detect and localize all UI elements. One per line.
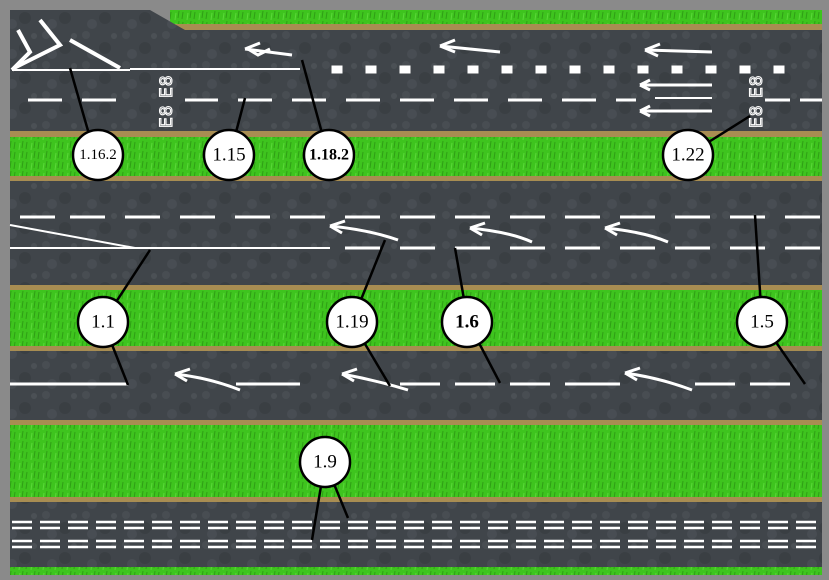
- road-1: [10, 10, 822, 133]
- callout-1-18-2: 1.18.2: [302, 128, 356, 182]
- road-text-left: E8 E8: [157, 74, 177, 128]
- callout-circle: [440, 295, 494, 349]
- short-dash-line-road1: [331, 65, 785, 74]
- road-text-right: E8 E8: [747, 74, 767, 128]
- callout-1-15: 1.15: [202, 128, 256, 182]
- curb-road2-bottom: [10, 285, 822, 291]
- callout-label: 1.18.2: [309, 147, 349, 164]
- road-2: [10, 181, 822, 286]
- callout-1-1: 1.1: [76, 295, 130, 349]
- double-dashed-line-road4: [12, 520, 822, 549]
- callout-label: 1.9: [313, 452, 337, 473]
- grass-strip-top: [170, 10, 822, 26]
- callout-circle: [298, 435, 352, 489]
- callout-label: 1.6: [455, 312, 479, 333]
- road-4: [10, 502, 822, 567]
- grass-strip-2: [10, 290, 822, 347]
- curb-road3-bottom: [10, 420, 822, 426]
- callout-1-6: 1.6: [440, 295, 494, 349]
- callout-label: 1.22: [671, 145, 704, 166]
- road-markings: [9, 18, 822, 549]
- grass-strip-3: [10, 425, 822, 498]
- callout-label: 1.19: [335, 312, 368, 333]
- callout-label: 1.1: [91, 312, 115, 333]
- callout-label: 1.16.2: [79, 147, 117, 163]
- callout-circle: [735, 295, 789, 349]
- callout-circle: [325, 295, 379, 349]
- callout-1-22: 1.22: [661, 128, 715, 182]
- callout-circle: [71, 128, 125, 182]
- curb-road1-bottom: [10, 131, 822, 138]
- callout-circle: [76, 295, 130, 349]
- callout-label: 1.5: [750, 312, 774, 333]
- background: [10, 10, 822, 575]
- curb-top: [170, 24, 822, 30]
- curb-road4-top: [10, 497, 822, 503]
- callout-1-5: 1.5: [735, 295, 789, 349]
- callout-label: 1.15: [212, 145, 245, 166]
- grass-strip-bottom: [10, 567, 822, 575]
- callout-1-19: 1.19: [325, 295, 379, 349]
- taper-line-road2: [9, 224, 136, 249]
- callout-1-16-2: 1.16.2: [71, 128, 125, 182]
- callout-circle: [302, 128, 356, 182]
- lane-direction-arrows-road1: [639, 78, 712, 118]
- lane-change-arrows-road2: [329, 219, 669, 244]
- road-3: [10, 351, 822, 421]
- lane-change-arrows-road3: [174, 366, 693, 392]
- callout-circle: [661, 128, 715, 182]
- turn-arrows-road1: [244, 38, 713, 58]
- callout-circle: [202, 128, 256, 182]
- curb-road3-top: [10, 346, 822, 352]
- callout-1-9: 1.9: [298, 435, 352, 489]
- curb-road2-top: [10, 176, 822, 182]
